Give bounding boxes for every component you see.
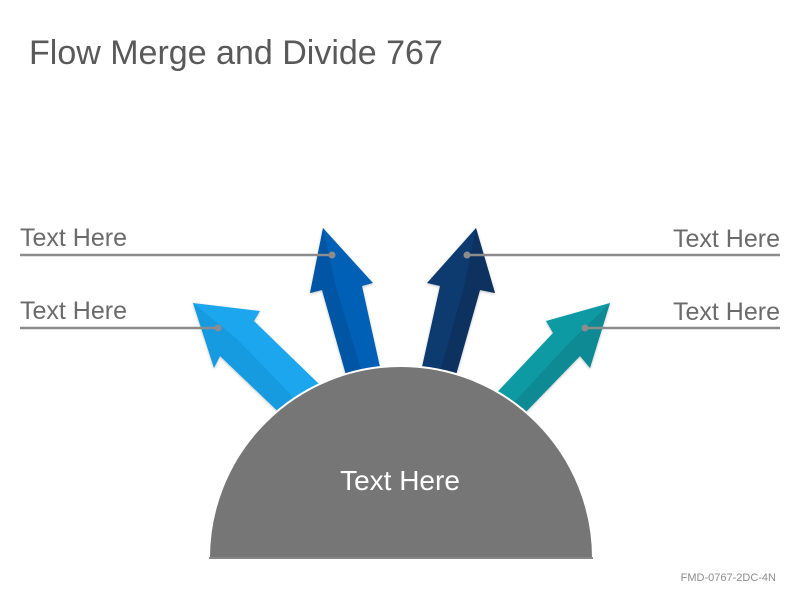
arrow-navy bbox=[420, 228, 495, 382]
leader-dot-mid-left bbox=[214, 324, 222, 332]
leader-dot-top-right bbox=[463, 251, 471, 259]
arrow-teal bbox=[486, 303, 610, 419]
footer-code: FMD-0767-2DC-4N bbox=[680, 572, 776, 584]
leader-lines bbox=[20, 251, 780, 332]
label-mid-left: Text Here bbox=[20, 297, 127, 325]
leader-dot-mid-right bbox=[581, 324, 589, 332]
arrow-light-blue bbox=[193, 303, 319, 419]
center-label: Text Here bbox=[340, 465, 460, 496]
center-semicircle bbox=[207, 365, 595, 559]
label-top-right: Text Here bbox=[673, 225, 780, 253]
leader-dot-top-left bbox=[328, 251, 336, 259]
arrow-blue bbox=[310, 228, 382, 382]
slide-title: Flow Merge and Divide 767 bbox=[29, 34, 443, 72]
label-top-left: Text Here bbox=[20, 224, 127, 252]
label-mid-right: Text Here bbox=[673, 298, 780, 326]
